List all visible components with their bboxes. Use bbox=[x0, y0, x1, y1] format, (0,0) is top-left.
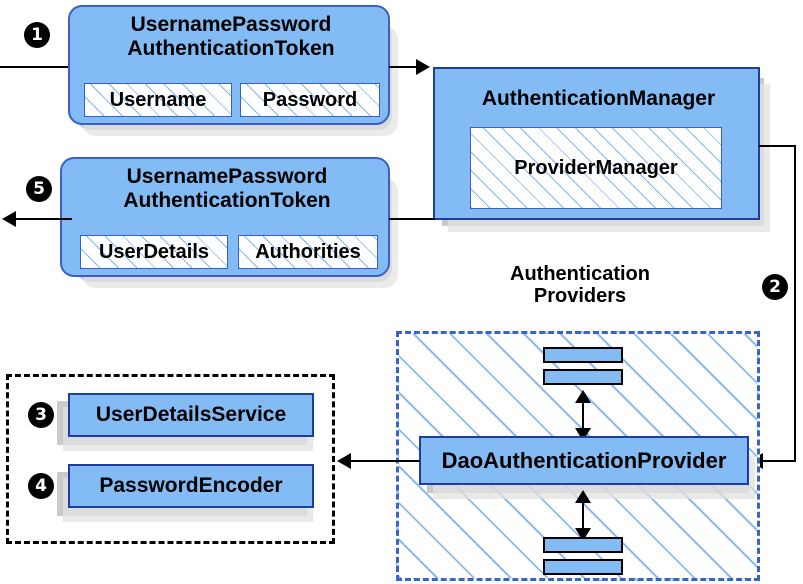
password-encoder-box[interactable]: PasswordEncoder bbox=[68, 464, 314, 508]
provider-placeholder-top-1[interactable] bbox=[543, 347, 623, 363]
response-token-field-userdetails[interactable]: UserDetails bbox=[80, 235, 228, 269]
step-bullet-2: 2 bbox=[762, 274, 788, 300]
authentication-providers-title-line1: Authentication bbox=[510, 263, 650, 285]
response-token-title-line1: UsernamePassword bbox=[126, 165, 328, 188]
provider-manager-label: ProviderManager bbox=[514, 156, 678, 179]
request-token-field-password[interactable]: Password bbox=[240, 83, 380, 117]
request-token-title-line1: UsernamePassword bbox=[130, 13, 332, 36]
dao-authentication-provider-box[interactable]: DaoAuthenticationProvider bbox=[419, 436, 749, 485]
step-bullet-1: 1 bbox=[24, 22, 50, 48]
provider-placeholder-bottom-1[interactable] bbox=[543, 537, 623, 553]
response-token-title-line2: AuthenticationToken bbox=[123, 188, 331, 212]
request-token-box[interactable]: UsernamePassword AuthenticationToken Use… bbox=[68, 5, 390, 125]
request-token-title-line2: AuthenticationToken bbox=[127, 36, 335, 60]
provider-bottom-connector-arrow-up bbox=[575, 490, 591, 503]
manager-to-providers-vertical-line bbox=[794, 145, 796, 461]
response-token-field-userdetails-label: UserDetails bbox=[98, 240, 210, 263]
password-encoder-label: PasswordEncoder bbox=[99, 474, 283, 497]
request-token-field-username[interactable]: Username bbox=[84, 83, 232, 117]
response-token-field-authorities[interactable]: Authorities bbox=[238, 235, 378, 269]
step-bullet-4: 4 bbox=[28, 473, 54, 499]
dao-authentication-provider-label: DaoAuthenticationProvider bbox=[441, 447, 727, 473]
response-token-title: UsernamePassword AuthenticationToken bbox=[62, 165, 392, 212]
step-bullet-5: 5 bbox=[26, 176, 52, 202]
dao-to-services-line bbox=[350, 460, 420, 462]
manager-to-response-token-line bbox=[389, 218, 435, 220]
token-to-manager-line bbox=[389, 66, 421, 68]
user-details-service-box[interactable]: UserDetailsService bbox=[68, 393, 314, 437]
authentication-providers-title-line2: Providers bbox=[533, 285, 627, 308]
provider-placeholder-top-2[interactable] bbox=[543, 369, 623, 385]
provider-manager-box[interactable]: ProviderManager bbox=[470, 127, 722, 209]
provider-bottom-connector-line bbox=[582, 496, 584, 534]
response-token-box[interactable]: UsernamePassword AuthenticationToken Use… bbox=[60, 157, 390, 277]
response-outgoing-line bbox=[14, 218, 72, 220]
step-bullet-3: 3 bbox=[28, 402, 54, 428]
token-to-manager-arrowhead bbox=[416, 59, 430, 75]
manager-to-providers-top-line bbox=[759, 145, 796, 147]
request-token-field-password-label: Password bbox=[262, 88, 358, 111]
incoming-request-line bbox=[0, 66, 70, 68]
dao-to-services-arrowhead bbox=[337, 453, 351, 469]
request-token-field-username-label: Username bbox=[109, 88, 207, 111]
request-token-title: UsernamePassword AuthenticationToken bbox=[70, 13, 392, 60]
authentication-manager-title: AuthenticationManager bbox=[481, 87, 716, 110]
manager-to-providers-bottom-line bbox=[762, 460, 796, 462]
response-outgoing-arrowhead bbox=[2, 211, 16, 227]
provider-top-connector-line bbox=[582, 396, 584, 434]
provider-placeholder-bottom-2[interactable] bbox=[543, 559, 623, 575]
user-details-service-label: UserDetailsService bbox=[95, 403, 287, 426]
authentication-manager-box[interactable]: AuthenticationManager ProviderManager bbox=[433, 67, 760, 220]
provider-top-connector-arrow-up bbox=[575, 390, 591, 403]
authentication-providers-title: Authentication Providers bbox=[440, 263, 720, 308]
services-group-box[interactable] bbox=[6, 374, 335, 544]
response-token-field-authorities-label: Authorities bbox=[255, 240, 361, 263]
